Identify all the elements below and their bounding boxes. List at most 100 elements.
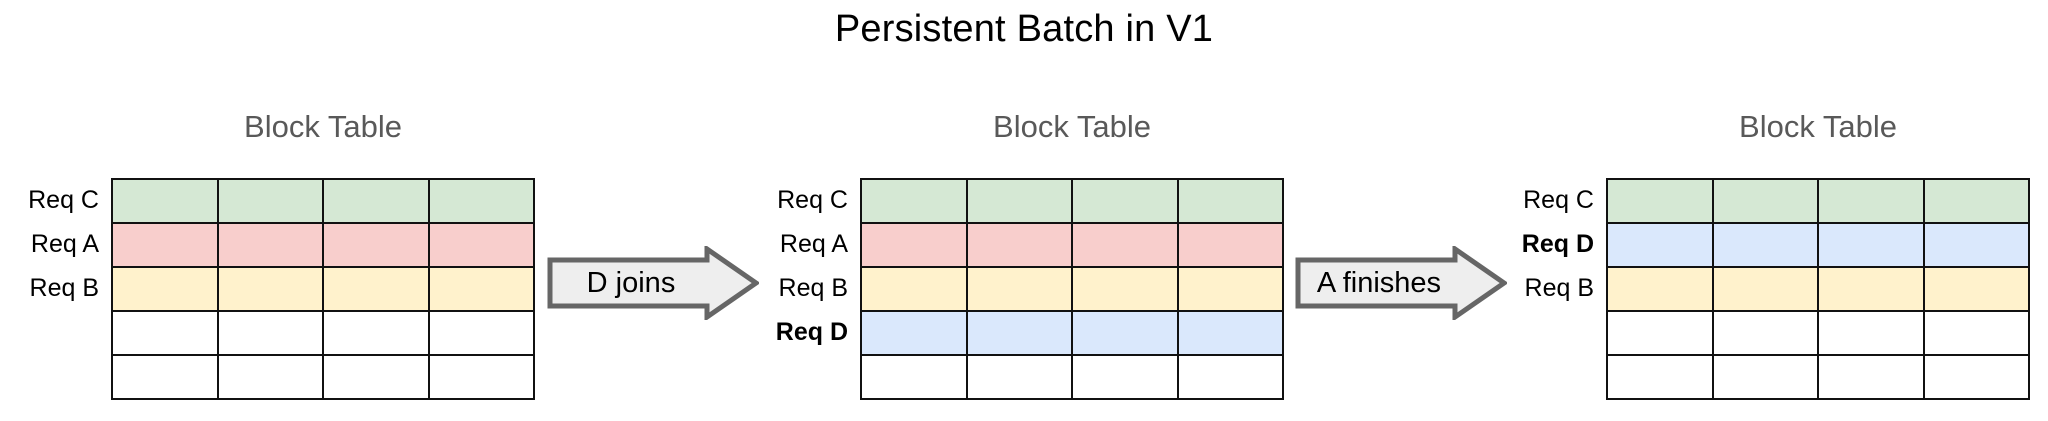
block-cell — [216, 178, 324, 224]
block-cell — [965, 354, 1073, 400]
block-table-grid — [111, 178, 535, 400]
row-label: Req B — [1524, 274, 1594, 302]
block-cell — [860, 310, 968, 356]
block-cell — [1071, 310, 1179, 356]
table-row — [111, 266, 535, 312]
block-cell — [1922, 310, 2030, 356]
block-cell — [427, 354, 535, 400]
block-cell — [1817, 222, 1925, 268]
row-label: Req B — [778, 274, 848, 302]
arrow-right-icon — [1295, 246, 1507, 320]
arrow-right-icon — [547, 246, 759, 320]
block-cell — [1071, 354, 1179, 400]
block-table-heading: Block Table — [244, 109, 402, 144]
block-cell — [1711, 222, 1819, 268]
block-cell — [1922, 178, 2030, 224]
block-cell — [1817, 354, 1925, 400]
block-cell — [1606, 354, 1714, 400]
block-cell — [1711, 310, 1819, 356]
block-cell — [111, 178, 219, 224]
block-cell — [111, 354, 219, 400]
block-cell — [965, 222, 1073, 268]
block-cell — [1817, 178, 1925, 224]
transition-d-joins[interactable]: D joins — [547, 246, 759, 320]
block-cell — [1071, 222, 1179, 268]
table-row — [1606, 266, 2030, 312]
table-row — [1606, 178, 2030, 224]
block-cell — [111, 310, 219, 356]
block-cell — [111, 266, 219, 312]
table-row — [111, 354, 535, 400]
table-row — [860, 310, 1284, 356]
block-cell — [216, 354, 324, 400]
table-row — [1606, 222, 2030, 268]
block-cell — [965, 178, 1073, 224]
block-table-heading: Block Table — [1739, 109, 1897, 144]
row-label-empty — [28, 310, 99, 354]
block-cell — [1817, 266, 1925, 312]
block-cell — [1176, 222, 1284, 268]
row-label: Req D — [1521, 230, 1594, 258]
block-cell — [1071, 178, 1179, 224]
block-cell — [1922, 266, 2030, 312]
block-cell — [860, 222, 968, 268]
block-table-grid — [1606, 178, 2030, 400]
table-row — [1606, 354, 2030, 400]
table-row — [111, 222, 535, 268]
block-cell — [322, 222, 430, 268]
row-label: Req D — [775, 318, 848, 346]
block-cell — [427, 222, 535, 268]
block-cell — [1606, 222, 1714, 268]
block-table-grid — [860, 178, 1284, 400]
table-row — [860, 354, 1284, 400]
block-cell — [860, 266, 968, 312]
block-cell — [1606, 310, 1714, 356]
block-cell — [111, 222, 219, 268]
block-cell — [427, 310, 535, 356]
block-cell — [860, 178, 968, 224]
table-row — [111, 310, 535, 356]
block-table-heading: Block Table — [993, 109, 1151, 144]
block-cell — [1606, 266, 1714, 312]
block-cell — [216, 310, 324, 356]
block-cell — [1176, 310, 1284, 356]
block-cell — [1176, 266, 1284, 312]
page-title: Persistent Batch in V1 — [834, 8, 1214, 50]
block-cell — [965, 310, 1073, 356]
row-label-empty — [28, 354, 99, 398]
block-cell — [1817, 310, 1925, 356]
block-cell — [427, 178, 535, 224]
block-cell — [1176, 354, 1284, 400]
block-cell — [427, 266, 535, 312]
block-cell — [322, 354, 430, 400]
table-row — [111, 178, 535, 224]
table-row — [860, 178, 1284, 224]
block-cell — [216, 222, 324, 268]
transition-label: D joins — [586, 266, 676, 299]
block-cell — [322, 266, 430, 312]
row-label-empty — [1522, 310, 1594, 354]
row-label: Req C — [1523, 186, 1594, 214]
block-cell — [860, 354, 968, 400]
block-cell — [1922, 354, 2030, 400]
block-cell — [965, 266, 1073, 312]
block-cell — [1071, 266, 1179, 312]
block-cell — [1606, 178, 1714, 224]
row-label-empty — [1522, 354, 1594, 398]
block-cell — [1922, 222, 2030, 268]
row-label: Req C — [28, 186, 99, 214]
transition-a-finishes[interactable]: A finishes — [1295, 246, 1507, 320]
row-label-empty — [776, 354, 848, 398]
block-cell — [322, 178, 430, 224]
block-cell — [322, 310, 430, 356]
block-cell — [1176, 178, 1284, 224]
block-cell — [1711, 178, 1819, 224]
block-cell — [216, 266, 324, 312]
row-label: Req A — [779, 230, 848, 258]
table-row — [1606, 310, 2030, 356]
block-cell — [1711, 354, 1819, 400]
table-row — [860, 266, 1284, 312]
transition-label: A finishes — [1316, 266, 1442, 299]
